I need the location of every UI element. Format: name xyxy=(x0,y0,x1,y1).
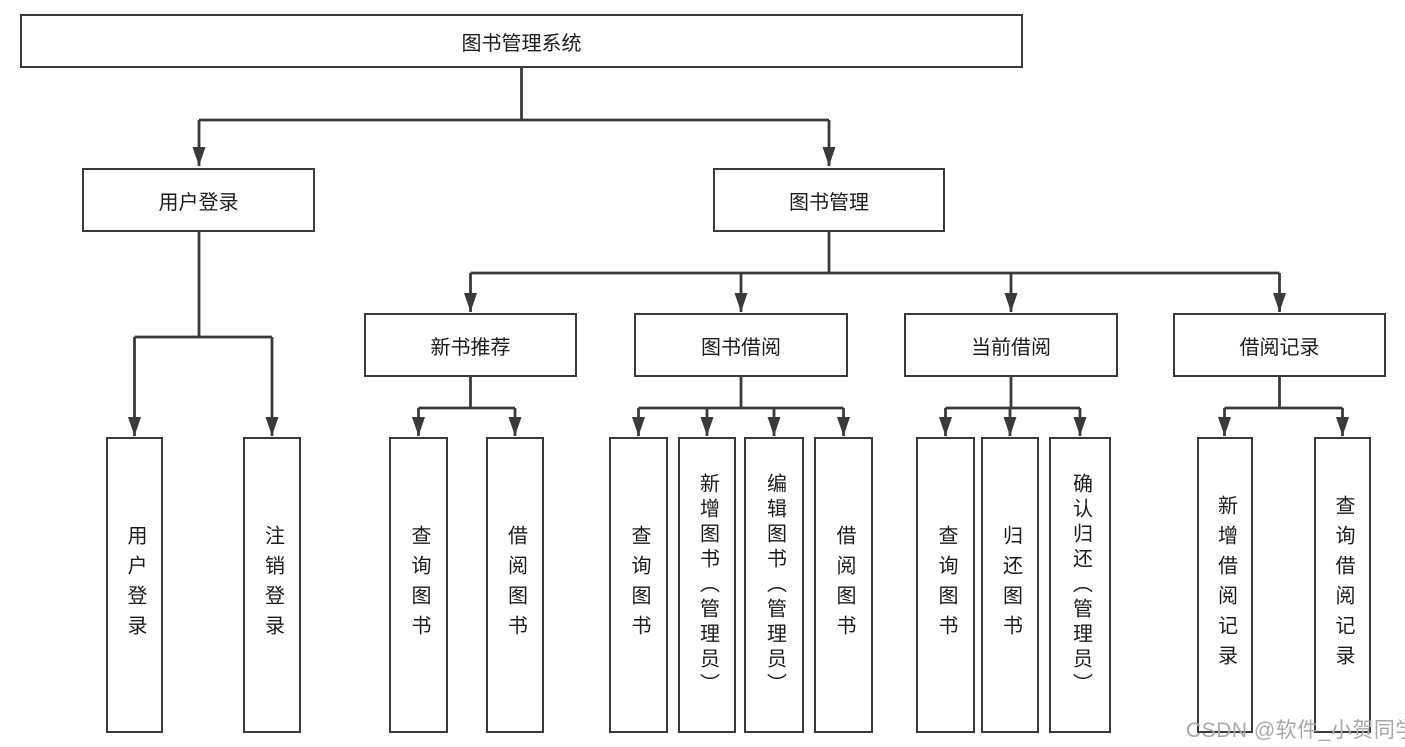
node-book-management: 图书管理 xyxy=(713,168,945,232)
leaf-user-login-label: 用户登录 xyxy=(124,525,146,645)
csdn-watermark: CSDN @软件_小贺同学 xyxy=(1186,719,1405,742)
leaf-logout-label: 注销登录 xyxy=(261,525,284,645)
leaf-return-book-label: 归还图书 xyxy=(999,525,1022,645)
leaf-query-book-current-label: 查询图书 xyxy=(935,525,957,645)
leaf-add-borrow-record: 新增借阅记录 xyxy=(1197,437,1253,733)
leaf-confirm-return-admin: 确认归还（管理员） xyxy=(1049,437,1111,733)
leaf-logout: 注销登录 xyxy=(243,437,301,733)
node-book-management-label: 图书管理 xyxy=(789,191,869,214)
leaf-query-book-borrow-label: 查询图书 xyxy=(628,525,650,645)
leaf-query-borrow-record: 查询借阅记录 xyxy=(1314,437,1371,733)
leaf-confirm-return-admin-label: 确认归还（管理员） xyxy=(1069,472,1092,698)
leaf-return-book: 归还图书 xyxy=(981,437,1039,733)
node-root-label: 图书管理系统 xyxy=(461,32,582,55)
node-new-book-recommend: 新书推荐 xyxy=(364,313,577,377)
node-current-borrow-label: 当前借阅 xyxy=(971,336,1051,359)
node-borrow-records-label: 借阅记录 xyxy=(1239,336,1320,359)
leaf-query-borrow-record-label: 查询借阅记录 xyxy=(1332,495,1354,675)
node-borrow-records: 借阅记录 xyxy=(1173,313,1386,377)
leaf-borrow-book-newbook: 借阅图书 xyxy=(486,437,544,733)
node-book-borrow: 图书借阅 xyxy=(634,313,848,377)
node-root: 图书管理系统 xyxy=(20,14,1023,68)
node-current-borrow: 当前借阅 xyxy=(904,313,1118,377)
leaf-query-book-newbook-label: 查询图书 xyxy=(408,525,430,645)
leaf-edit-book-admin-label: 编辑图书（管理员） xyxy=(763,472,786,698)
leaf-query-book-current: 查询图书 xyxy=(916,437,975,733)
leaf-query-book-borrow: 查询图书 xyxy=(609,437,668,733)
leaf-borrow-book-newbook-label: 借阅图书 xyxy=(504,525,527,645)
node-user-login-label: 用户登录 xyxy=(158,191,239,214)
node-book-borrow-label: 图书借阅 xyxy=(701,336,781,359)
leaf-add-book-admin-label: 新增图书（管理员） xyxy=(696,472,719,698)
leaf-borrow-book: 借阅图书 xyxy=(814,437,873,733)
leaf-borrow-book-label: 借阅图书 xyxy=(833,525,855,645)
leaf-query-book-newbook: 查询图书 xyxy=(389,437,448,733)
node-new-book-recommend-label: 新书推荐 xyxy=(430,336,511,359)
leaf-add-book-admin: 新增图书（管理员） xyxy=(678,437,736,733)
leaf-add-borrow-record-label: 新增借阅记录 xyxy=(1214,495,1237,675)
leaf-edit-book-admin: 编辑图书（管理员） xyxy=(744,437,804,733)
node-user-login: 用户登录 xyxy=(82,168,315,232)
leaf-user-login: 用户登录 xyxy=(106,437,163,733)
